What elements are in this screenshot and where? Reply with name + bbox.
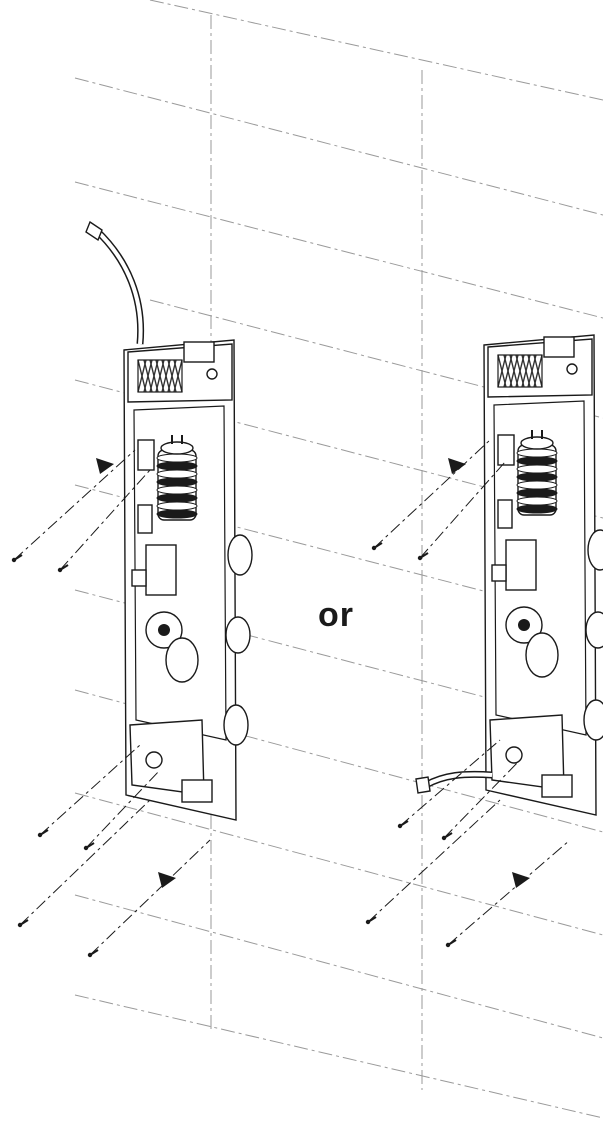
top-block <box>183 341 215 363</box>
screw-path <box>399 739 501 827</box>
flow-sensor <box>145 611 183 649</box>
switch <box>131 569 147 587</box>
or-separator: or <box>318 596 354 634</box>
connector <box>505 746 523 764</box>
relay <box>497 499 513 529</box>
knob-upper <box>227 534 253 576</box>
valve-body <box>165 637 199 683</box>
screw <box>87 949 99 958</box>
mount-hole <box>206 368 218 380</box>
screw <box>397 820 409 829</box>
bottom-fitting <box>181 779 213 803</box>
screw <box>83 842 95 851</box>
pipe-nut <box>415 776 431 794</box>
inner-frame <box>133 405 227 741</box>
control-board <box>145 544 177 596</box>
direction-arrow <box>96 458 114 474</box>
bottom-fitting <box>541 774 573 798</box>
connector <box>145 751 163 769</box>
knob-upper <box>587 529 603 571</box>
screw <box>57 564 69 573</box>
knob-lower <box>223 704 249 746</box>
knob-middle <box>225 616 251 654</box>
pipe-nut <box>85 220 103 242</box>
screw <box>417 552 429 561</box>
screw-path <box>19 799 151 926</box>
variant-left <box>11 220 253 958</box>
screw-path <box>85 769 161 849</box>
screw-path <box>39 744 141 836</box>
variant-right <box>365 334 603 948</box>
direction-arrow <box>512 872 530 888</box>
vent-grille <box>137 359 183 393</box>
pipe-inner <box>94 228 143 345</box>
screw <box>17 919 29 928</box>
screw-path <box>373 439 491 549</box>
screw <box>11 554 23 563</box>
mount-hole <box>566 363 578 375</box>
direction-arrow <box>158 872 176 888</box>
screw <box>371 542 383 551</box>
knob-middle <box>585 611 603 649</box>
knob-lower <box>583 699 603 741</box>
screw-path <box>447 839 571 946</box>
direction-arrow <box>448 458 466 474</box>
valve-body <box>525 632 559 678</box>
screw-path <box>13 449 136 561</box>
screw <box>365 916 377 925</box>
flow-sensor <box>505 606 543 644</box>
terminal-block <box>137 439 155 471</box>
switch <box>491 564 507 582</box>
screw-path <box>443 759 521 839</box>
screw-path <box>419 461 506 559</box>
screw <box>445 939 457 948</box>
relay <box>137 504 153 534</box>
terminal-block <box>497 434 515 466</box>
vent-grille <box>497 354 543 388</box>
heating-element <box>156 435 198 521</box>
inner-frame <box>493 400 587 736</box>
screw-path <box>367 799 501 923</box>
control-board <box>505 539 537 591</box>
heating-element <box>516 430 558 516</box>
pipe-inner <box>425 772 493 787</box>
screw <box>441 832 453 841</box>
screw <box>37 829 49 838</box>
top-block <box>543 336 575 358</box>
screw-path <box>89 839 211 956</box>
